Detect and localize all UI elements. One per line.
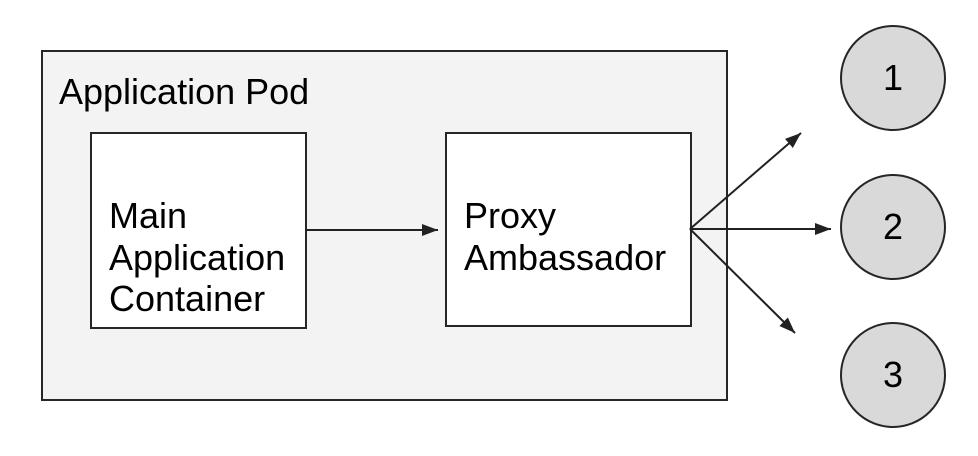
endpoint-circle-2: 2 [840, 174, 946, 280]
endpoint-circle-1: 1 [840, 25, 946, 131]
endpoint-3-label: 3 [882, 354, 904, 395]
endpoint-2-label: 2 [882, 206, 904, 247]
node-main-application-container-label: Main Application Container [109, 195, 286, 320]
endpoint-1-label: 1 [882, 57, 904, 98]
node-proxy-ambassador-label: Proxy Ambassador [464, 195, 667, 278]
application-pod-label: Application Pod [59, 71, 310, 112]
node-main-application-container: Main Application Container [90, 132, 307, 329]
node-proxy-ambassador: Proxy Ambassador [445, 132, 692, 327]
application-pod-box: Application Pod Main Application Contain… [41, 50, 728, 401]
endpoint-circle-3: 3 [840, 322, 946, 428]
